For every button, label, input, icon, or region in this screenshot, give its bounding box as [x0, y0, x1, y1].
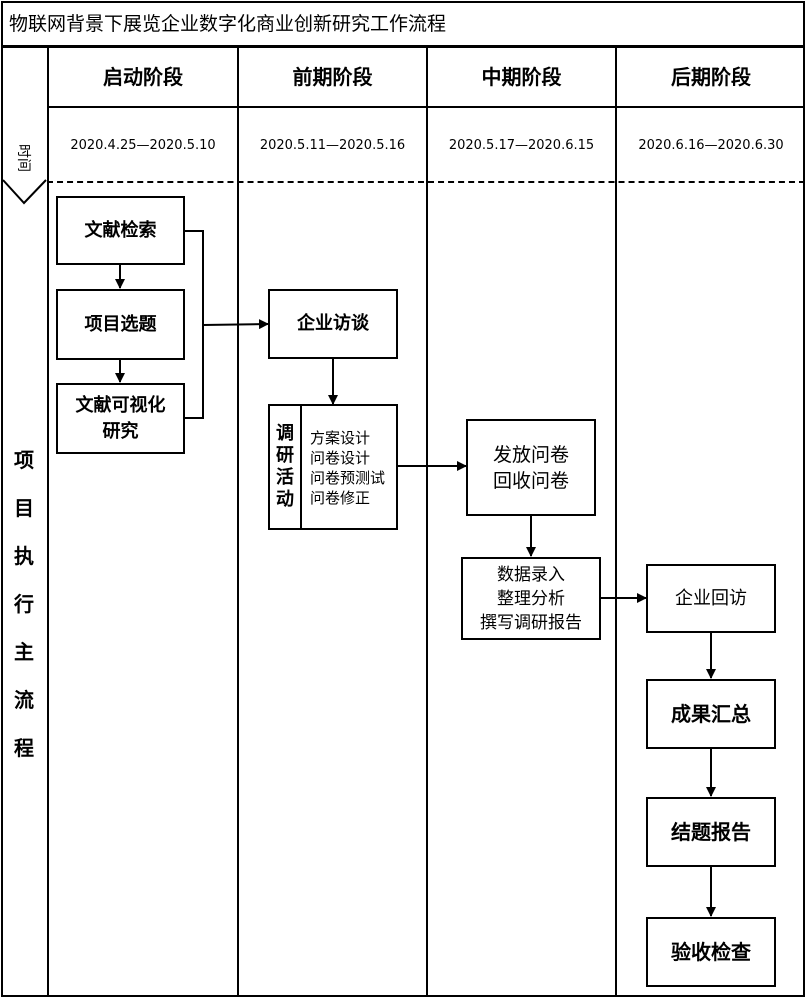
node-label-line: 撰写调研报告 [480, 612, 582, 633]
row-label-char: 主 [14, 640, 34, 664]
phase-4-header: 后期阶段 [671, 65, 751, 89]
research-activity-items: 方案设计 问卷设计 问卷预测试 问卷修正 [310, 428, 398, 508]
label-char: 动 [276, 489, 294, 510]
label-column-divider [47, 46, 49, 997]
label-char: 研 [276, 445, 294, 466]
swimlane-frame [1, 46, 805, 997]
research-item: 问卷修正 [310, 489, 371, 507]
node-research-activity: 调 研 活 动 方案设计 问卷设计 问卷预测试 问卷修正 [268, 404, 398, 530]
node-label: 项目选题 [84, 313, 157, 335]
phase-2-header: 前期阶段 [292, 65, 373, 89]
phase-1-date: 2020.4.25—2020.5.10 [70, 138, 216, 153]
label-char: 调 [276, 423, 294, 444]
row-label-char: 程 [14, 736, 34, 760]
row-label-char: 行 [14, 592, 34, 616]
node-label-line: 发放问卷 [492, 443, 569, 466]
node-label: 文献检索 [84, 219, 157, 241]
header-divider [47, 106, 805, 108]
node-label: 成果汇总 [671, 702, 751, 726]
node-results-summary: 成果汇总 [646, 679, 776, 749]
node-label: 企业回访 [675, 587, 747, 609]
row-label-char: 项 [14, 448, 34, 472]
arrow-to-interview [202, 319, 269, 330]
phase-1-header: 启动阶段 [103, 65, 183, 89]
node-label-line: 回收问卷 [492, 469, 569, 492]
phase-2-date: 2020.5.11—2020.5.16 [259, 138, 406, 153]
node-questionnaire: 发放问卷 回收问卷 [466, 419, 596, 516]
label-char: 活 [276, 467, 294, 488]
node-topic-selection: 项目选题 [56, 289, 185, 360]
research-item: 方案设计 [310, 429, 371, 447]
row-label-char: 执 [14, 544, 34, 568]
time-dashed-line [47, 181, 805, 183]
bracket-connector [184, 230, 204, 419]
node-data-processing: 数据录入 整理分析 撰写调研报告 [461, 557, 601, 640]
node-label-line: 数据录入 [497, 564, 565, 585]
lane-divider-3 [615, 46, 617, 997]
research-item: 问卷设计 [310, 449, 371, 467]
row-label-char: 目 [14, 496, 34, 520]
node-label: 企业访谈 [297, 313, 369, 334]
node-final-report: 结题报告 [646, 797, 776, 867]
node-label-line: 文献可视化 [75, 394, 166, 416]
lane-divider-1 [237, 46, 239, 997]
node-enterprise-revisit: 企业回访 [646, 564, 776, 633]
node-label-line: 整理分析 [497, 588, 565, 609]
research-item: 问卷预测试 [310, 469, 386, 487]
row-label: 项 目 执 行 主 流 程 [9, 436, 39, 772]
phase-3-date: 2020.5.17—2020.6.15 [448, 138, 595, 153]
node-acceptance-check: 验收检查 [646, 917, 776, 987]
node-label: 验收检查 [671, 940, 751, 964]
time-chevron-icon [2, 179, 47, 205]
node-label-line: 研究 [102, 420, 139, 442]
research-activity-label: 调 研 活 动 [270, 406, 302, 528]
node-literature-visualization: 文献可视化 研究 [56, 383, 185, 454]
phase-3-header: 中期阶段 [481, 65, 562, 89]
row-label-char: 流 [14, 688, 34, 712]
lane-divider-2 [426, 46, 428, 997]
node-label: 结题报告 [671, 820, 751, 844]
phase-4-date: 2020.6.16—2020.6.30 [638, 138, 784, 153]
node-enterprise-interview: 企业访谈 [268, 289, 398, 359]
node-literature-search: 文献检索 [56, 196, 185, 265]
